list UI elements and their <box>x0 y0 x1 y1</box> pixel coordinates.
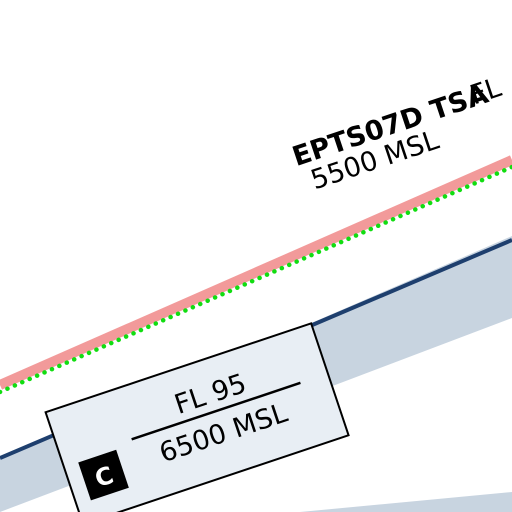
tsa-boundary-line <box>0 155 512 390</box>
ctr-label-box: C FL 95 6500 MSL <box>44 322 350 512</box>
lower-airspace-band <box>300 492 512 512</box>
limit-divider <box>131 381 301 441</box>
class-badge <box>78 449 129 501</box>
tsa-label: EPTS07D TSA 5500 MSL FL <box>289 72 505 196</box>
